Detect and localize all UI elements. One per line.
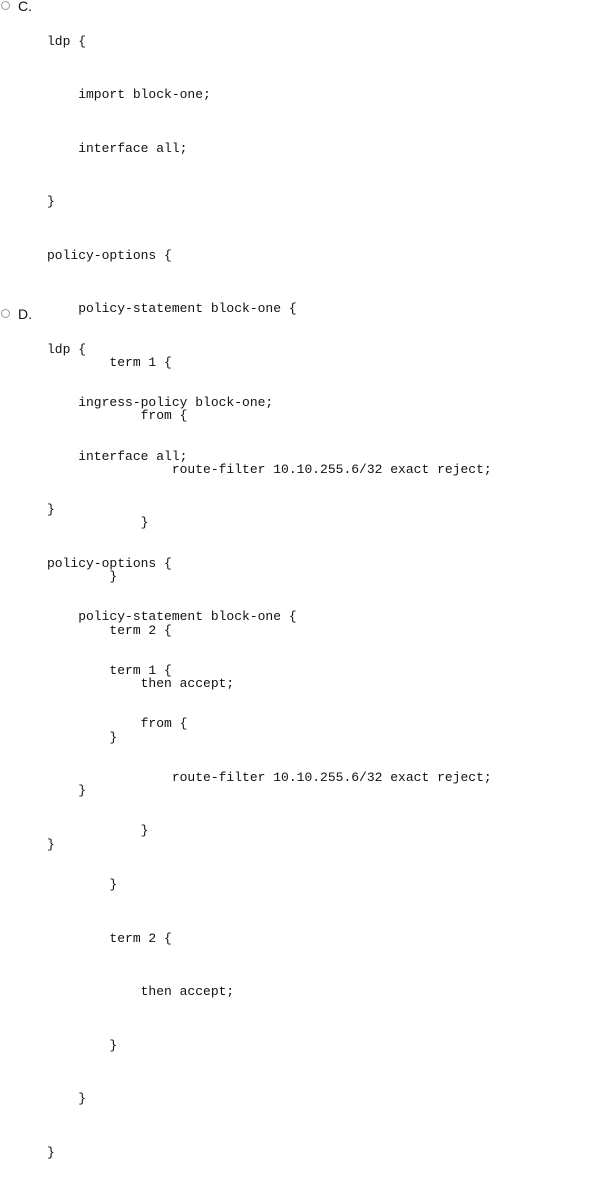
code-line: } (47, 569, 118, 584)
code-line: policy-statement block-one { (47, 609, 297, 625)
code-line: from { (47, 408, 188, 424)
code-line: } (47, 1144, 55, 1160)
radio-button-c[interactable] (1, 1, 10, 10)
code-line: policy-options { (47, 247, 172, 263)
code-line: policy-options { (47, 555, 172, 571)
code-line: ingress-policy block-one; (47, 395, 274, 411)
code-line: interface all; (47, 448, 188, 464)
code-line: } (47, 194, 55, 210)
code-line: term 1 { (47, 662, 172, 678)
code-line: term 1 { (47, 354, 172, 370)
option-letter-d: D. (18, 306, 32, 322)
code-line: route-filter 10.10.255.6/32 exact reject… (47, 769, 492, 785)
code-line: } (47, 1037, 118, 1053)
code-line: } (47, 515, 149, 531)
code-line: ldp { (47, 341, 87, 357)
code-line: import block-one; (47, 87, 211, 103)
code-line: } (47, 877, 118, 892)
code-line: } (47, 502, 55, 518)
code-block-d: ldp { ingress-policy block-one; interfac… (47, 305, 492, 1182)
code-line: } (47, 823, 149, 839)
code-line: ldp { (47, 33, 87, 49)
code-line: } (47, 1091, 87, 1107)
code-block-c: ldp { import block-one; interface all; }… (47, 0, 492, 889)
code-line: interface all; (47, 140, 188, 156)
code-line: from { (47, 716, 188, 732)
code-line: term 2 { (47, 930, 172, 946)
radio-button-d[interactable] (1, 309, 10, 318)
code-line: policy-statement block-one { (47, 301, 297, 317)
code-line: route-filter 10.10.255.6/32 exact reject… (47, 461, 492, 477)
code-line: then accept; (47, 984, 235, 1000)
option-letter-c: C. (18, 0, 32, 14)
